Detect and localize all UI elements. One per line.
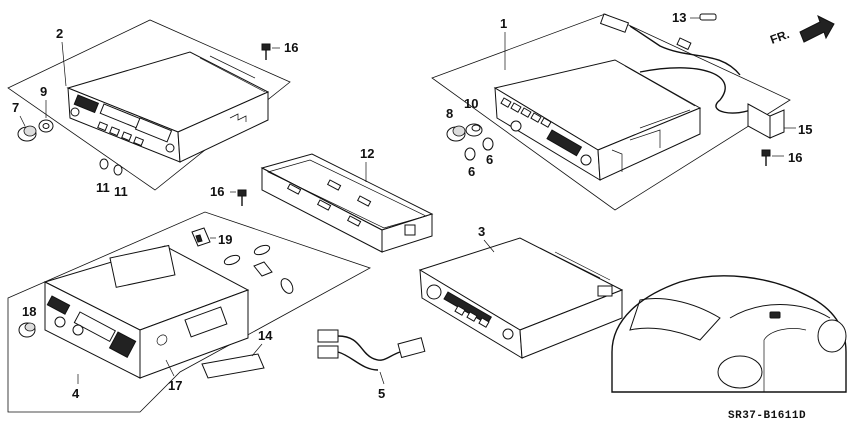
wire-harness-5 <box>317 329 426 371</box>
radio-small-parts <box>223 244 294 294</box>
bolt-16-top <box>261 43 271 60</box>
radio-unit-1 <box>493 59 702 181</box>
callout-14: 14 <box>258 328 273 343</box>
callout-13: 13 <box>672 10 686 25</box>
callout-6-a: 6 <box>468 164 475 179</box>
callout-5: 5 <box>378 386 385 401</box>
fuse-13 <box>699 13 717 21</box>
callout-7: 7 <box>12 100 19 115</box>
callout-15: 15 <box>798 122 812 137</box>
callout-10: 10 <box>464 96 478 111</box>
knob-10 <box>465 123 483 137</box>
washer-9 <box>38 119 54 133</box>
callout-17: 17 <box>168 378 182 393</box>
mounting-sleeve-12 <box>260 153 434 253</box>
antenna-lead <box>599 13 756 114</box>
bolt-16-left <box>237 189 247 206</box>
callout-6-b: 6 <box>486 152 493 167</box>
group-box-radio-4 <box>7 211 371 413</box>
group-box-radio-1 <box>431 13 791 211</box>
clip-19 <box>191 227 211 247</box>
callout-4: 4 <box>72 386 80 401</box>
callout-16-left: 16 <box>210 184 224 199</box>
callout-16-top: 16 <box>284 40 298 55</box>
callout-16-right: 16 <box>788 150 802 165</box>
callout-2: 2 <box>56 26 63 41</box>
callout-11-b: 11 <box>114 184 128 199</box>
callout-8: 8 <box>446 106 453 121</box>
group-box-radio-2 <box>7 19 291 191</box>
label-card-14 <box>201 353 265 379</box>
callout-1: 1 <box>500 16 507 31</box>
callout-12: 12 <box>360 146 374 161</box>
callout-11-a: 11 <box>96 180 110 195</box>
radio-unit-4 <box>43 244 250 379</box>
knob-caps-11 <box>99 158 123 176</box>
radio-unit-3 <box>418 237 624 359</box>
bracket-15 <box>747 103 785 139</box>
vehicle-location-view <box>611 275 847 393</box>
knob-8 <box>446 125 466 142</box>
callout-3: 3 <box>478 224 485 239</box>
knob-18 <box>18 322 36 338</box>
front-direction-arrow <box>799 15 835 43</box>
knob-6-a <box>464 147 476 161</box>
knob-7 <box>17 125 37 142</box>
callout-18: 18 <box>22 304 36 319</box>
callout-19: 19 <box>218 232 232 247</box>
front-direction-label: FR. <box>768 27 791 47</box>
drawing-code: SR37-B1611D <box>728 410 806 422</box>
knob-6-b <box>482 137 494 151</box>
bolt-16-right <box>761 149 771 166</box>
radio-unit-2 <box>66 51 270 163</box>
callout-9: 9 <box>40 84 47 99</box>
